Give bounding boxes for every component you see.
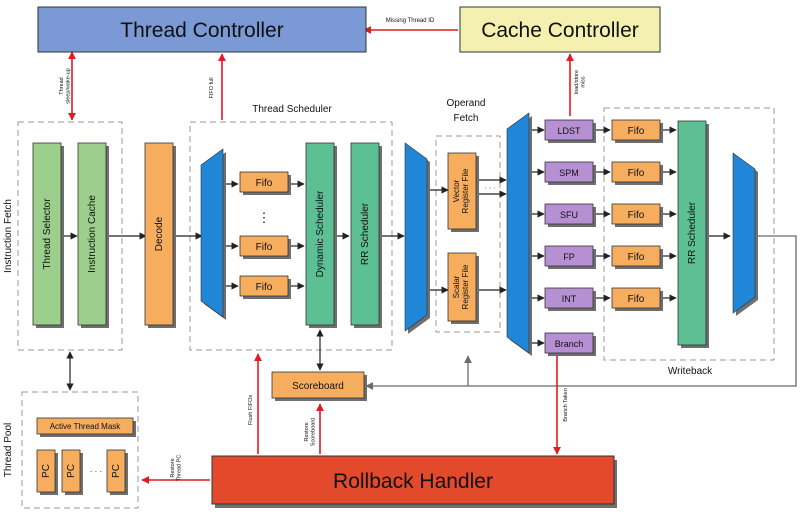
scheduler-fifo	[239, 275, 289, 297]
scalar-register-file	[447, 252, 477, 322]
fifo-label: Fifo	[628, 210, 645, 221]
scoreboard-label: Scoreboard	[292, 381, 344, 392]
thread-controller-label: Thread Controller	[120, 19, 283, 42]
writeback-mux	[732, 152, 756, 314]
vector-ellipsis: · · ·	[485, 185, 496, 192]
int-unit	[544, 287, 594, 309]
pc-ellipsis: · · ·	[90, 467, 102, 476]
fifo-label: Fifo	[628, 126, 645, 137]
load-store-miss-label: load/storemiss	[574, 70, 587, 94]
instruction-cache	[77, 142, 107, 326]
fifo-full-label: FIFO full	[209, 77, 215, 98]
instruction-cache-label: Instruction Cache	[87, 195, 98, 273]
thread-selector-label: Thread Selector	[42, 198, 53, 270]
fifo-label: Fifo	[256, 178, 273, 189]
sfu-label: SFU	[560, 210, 578, 220]
instruction-fetch-label: Instruction Fetch	[3, 199, 14, 273]
fifo-label: Fifo	[256, 242, 273, 253]
thread-pool-group	[21, 391, 139, 509]
branch-unit	[544, 332, 594, 354]
fp-label: FP	[563, 252, 575, 262]
scheduler-fifo	[239, 171, 289, 193]
rr-scheduler-writeback	[677, 120, 707, 346]
vector-register-file-label: VectorRegister File	[452, 168, 470, 213]
spm-unit	[544, 161, 594, 183]
spm-label: SPM	[559, 168, 579, 178]
scalar-register-file-label: ScalarRegister File	[452, 264, 470, 309]
program-counter	[106, 449, 126, 493]
rollback-handler	[211, 455, 615, 505]
dynamic-scheduler-label: Dynamic Scheduler	[315, 190, 326, 277]
cache-controller	[459, 6, 661, 53]
ldst-label: LDST	[557, 126, 581, 136]
fp-unit	[544, 245, 594, 267]
writeback-fifo	[611, 203, 661, 225]
restore-scoreboard-label: RestoreScoreboard	[304, 418, 317, 446]
writeback-fifo	[611, 287, 661, 309]
program-counter	[61, 449, 81, 493]
dynamic-scheduler	[305, 142, 335, 326]
branch-label: Branch	[555, 339, 584, 349]
restore-thread-pc-label: RestoreThread PC	[170, 455, 183, 482]
vector-register-file	[447, 152, 477, 230]
ldst-unit	[544, 119, 594, 141]
active-thread-mask-label: Active Thread Mask	[50, 422, 122, 431]
fifo-label: Fifo	[256, 282, 273, 293]
thread-scheduler-label: Thread Scheduler	[252, 104, 332, 115]
rr-scheduler-writeback-label: RR Scheduler	[687, 201, 698, 264]
decode-label: Decode	[154, 216, 165, 251]
fifo-label: Fifo	[628, 168, 645, 179]
thread-sleep-label: Threadsleep/wake-up	[59, 68, 72, 103]
fifo-label: Fifo	[628, 294, 645, 305]
sfu-unit	[544, 203, 594, 225]
thread-selector	[32, 142, 62, 326]
rollback-handler-label: Rollback Handler	[333, 470, 493, 493]
scheduler-fifo	[239, 235, 289, 257]
program-counter	[36, 449, 56, 493]
operand-demux	[404, 142, 428, 332]
instruction-fetch-group	[17, 121, 123, 351]
rr-scheduler-issue-label: RR Scheduler	[360, 202, 371, 265]
writeback-fifo	[611, 119, 661, 141]
thread-pool-label: Thread Pool	[3, 423, 14, 477]
missing-thread-id-label: Missing Thread ID	[386, 18, 435, 24]
cache-controller-label: Cache Controller	[481, 19, 639, 42]
int-label: INT	[562, 294, 577, 304]
scoreboard	[271, 371, 365, 399]
writeback-label: Writeback	[668, 366, 713, 377]
execution-mux	[506, 112, 530, 354]
operand-fetch-group	[435, 135, 501, 333]
pc-label: PC	[111, 464, 122, 478]
writeback-fifo	[611, 245, 661, 267]
scheduler-demux	[200, 148, 224, 318]
thread-controller	[37, 6, 367, 53]
fifo-ellipsis: ⋮	[258, 210, 271, 225]
fifo-label: Fifo	[628, 252, 645, 263]
writeback-group	[603, 107, 775, 361]
writeback-fifo	[611, 161, 661, 183]
active-thread-mask	[36, 417, 134, 435]
flush-fifos-label: Flush FIFOs	[248, 395, 254, 426]
pc-label: PC	[41, 464, 52, 478]
decode	[144, 142, 174, 326]
pc-label: PC	[66, 464, 77, 478]
branch-taken-label: Branch Taken	[563, 388, 569, 422]
writeback-feedback-path	[365, 235, 797, 390]
rr-scheduler-issue	[350, 142, 380, 326]
